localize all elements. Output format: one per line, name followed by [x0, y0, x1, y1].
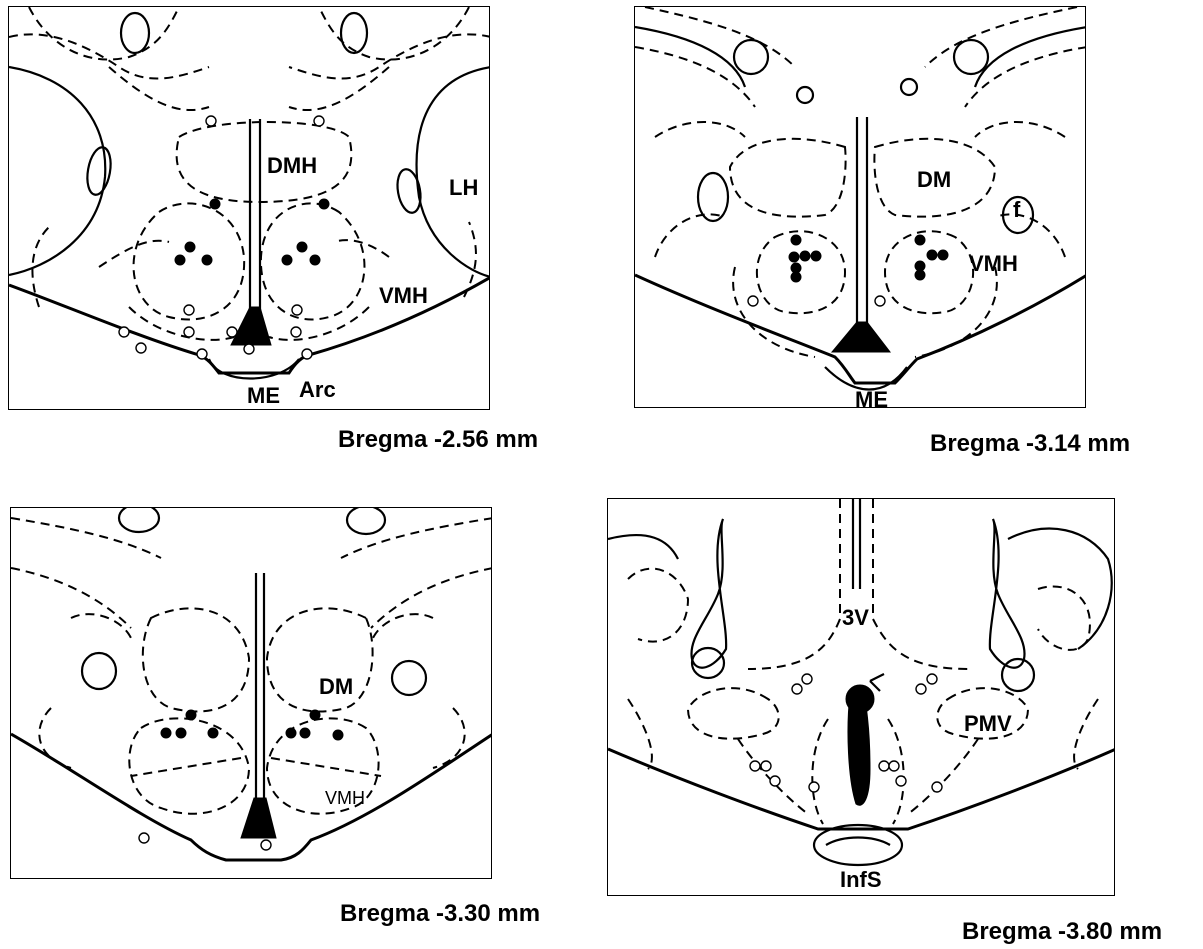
- open-dots: [750, 674, 942, 792]
- closed-dots: [175, 199, 329, 265]
- ventricle-tip: [231, 307, 271, 345]
- label-vmh: VMH: [325, 788, 365, 809]
- caption-panel-3: Bregma -3.30 mm: [340, 900, 540, 928]
- panel-bregma-3-80: 3V PMV InfS: [607, 498, 1115, 896]
- ventral-outline: [11, 734, 492, 860]
- label-vmh: VMH: [969, 251, 1018, 277]
- label-dm: DM: [917, 167, 951, 193]
- left-lateral-region: [9, 67, 105, 275]
- vmh-left-region: [134, 203, 245, 319]
- panel-bregma-2-56: DMH LH VMH ME Arc: [8, 6, 490, 410]
- label-me: ME: [855, 387, 888, 408]
- ventricle-tip: [832, 322, 890, 352]
- caption-panel-2: Bregma -3.14 mm: [930, 430, 1130, 458]
- vmh-left-region: [757, 231, 845, 313]
- label-lh: LH: [449, 175, 478, 201]
- label-dm: DM: [319, 674, 353, 700]
- ventricle-tip: [241, 798, 276, 838]
- dmh-region: [177, 122, 352, 202]
- closed-dots: [789, 235, 948, 282]
- brain-section-diagram: [9, 7, 490, 410]
- lh-region: [417, 67, 490, 277]
- brain-section-diagram: [11, 508, 492, 879]
- panel-bregma-3-14: DM f VMH ME: [634, 6, 1086, 408]
- vmh-right-region: [885, 231, 973, 313]
- label-f: f: [1013, 197, 1020, 223]
- brain-section-diagram: [608, 499, 1115, 896]
- black-lesion: [846, 685, 874, 713]
- label-dmh: DMH: [267, 153, 317, 179]
- label-vmh: VMH: [379, 283, 428, 309]
- closed-dots: [161, 710, 343, 740]
- label-3v: 3V: [842, 605, 869, 631]
- label-pmv: PMV: [964, 711, 1012, 737]
- panel-bregma-3-30: DM VMH: [10, 507, 492, 879]
- label-arc: Arc: [299, 377, 336, 403]
- caption-panel-1: Bregma -2.56 mm: [338, 426, 538, 454]
- label-me: ME: [247, 383, 280, 409]
- caption-panel-4: Bregma -3.80 mm: [962, 918, 1162, 946]
- label-infs: InfS: [840, 867, 882, 893]
